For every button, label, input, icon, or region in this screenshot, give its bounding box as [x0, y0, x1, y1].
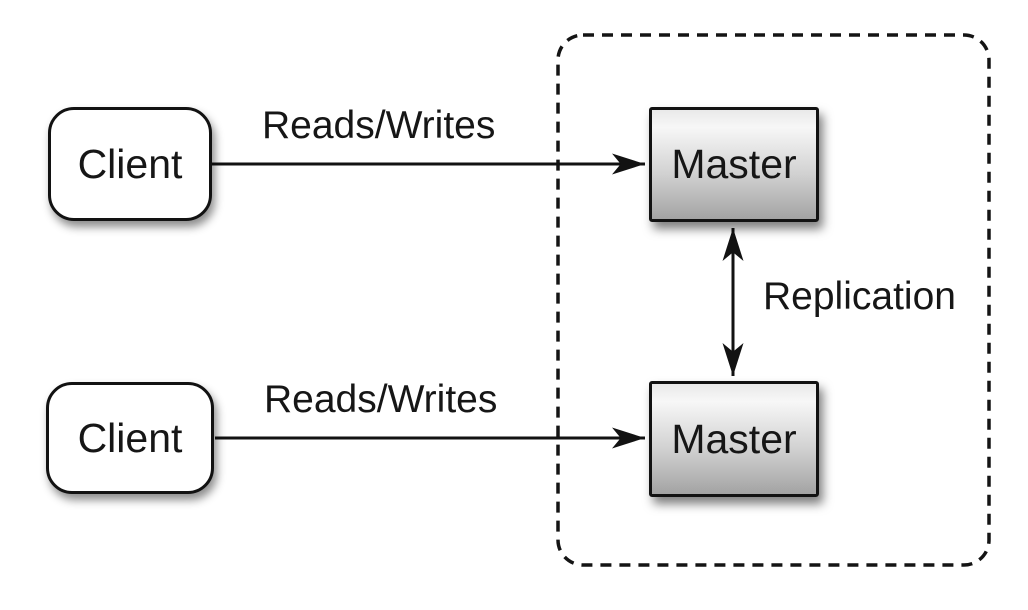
master-node-top: Master	[649, 107, 819, 222]
client-node-top-label: Client	[77, 140, 183, 187]
master-node-top-label: Master	[671, 141, 797, 187]
reads-writes-label-top: Reads/Writes	[262, 104, 496, 147]
master-node-bottom-label: Master	[671, 415, 797, 462]
client-node-top: Client	[48, 107, 212, 221]
reads-writes-label-bottom: Reads/Writes	[264, 378, 498, 421]
client-node-bottom: Client	[46, 382, 214, 494]
replication-label: Replication	[763, 275, 956, 318]
replication-group-boundary	[556, 33, 991, 567]
master-node-bottom: Master	[649, 381, 819, 497]
client-node-bottom-label: Client	[77, 414, 183, 461]
